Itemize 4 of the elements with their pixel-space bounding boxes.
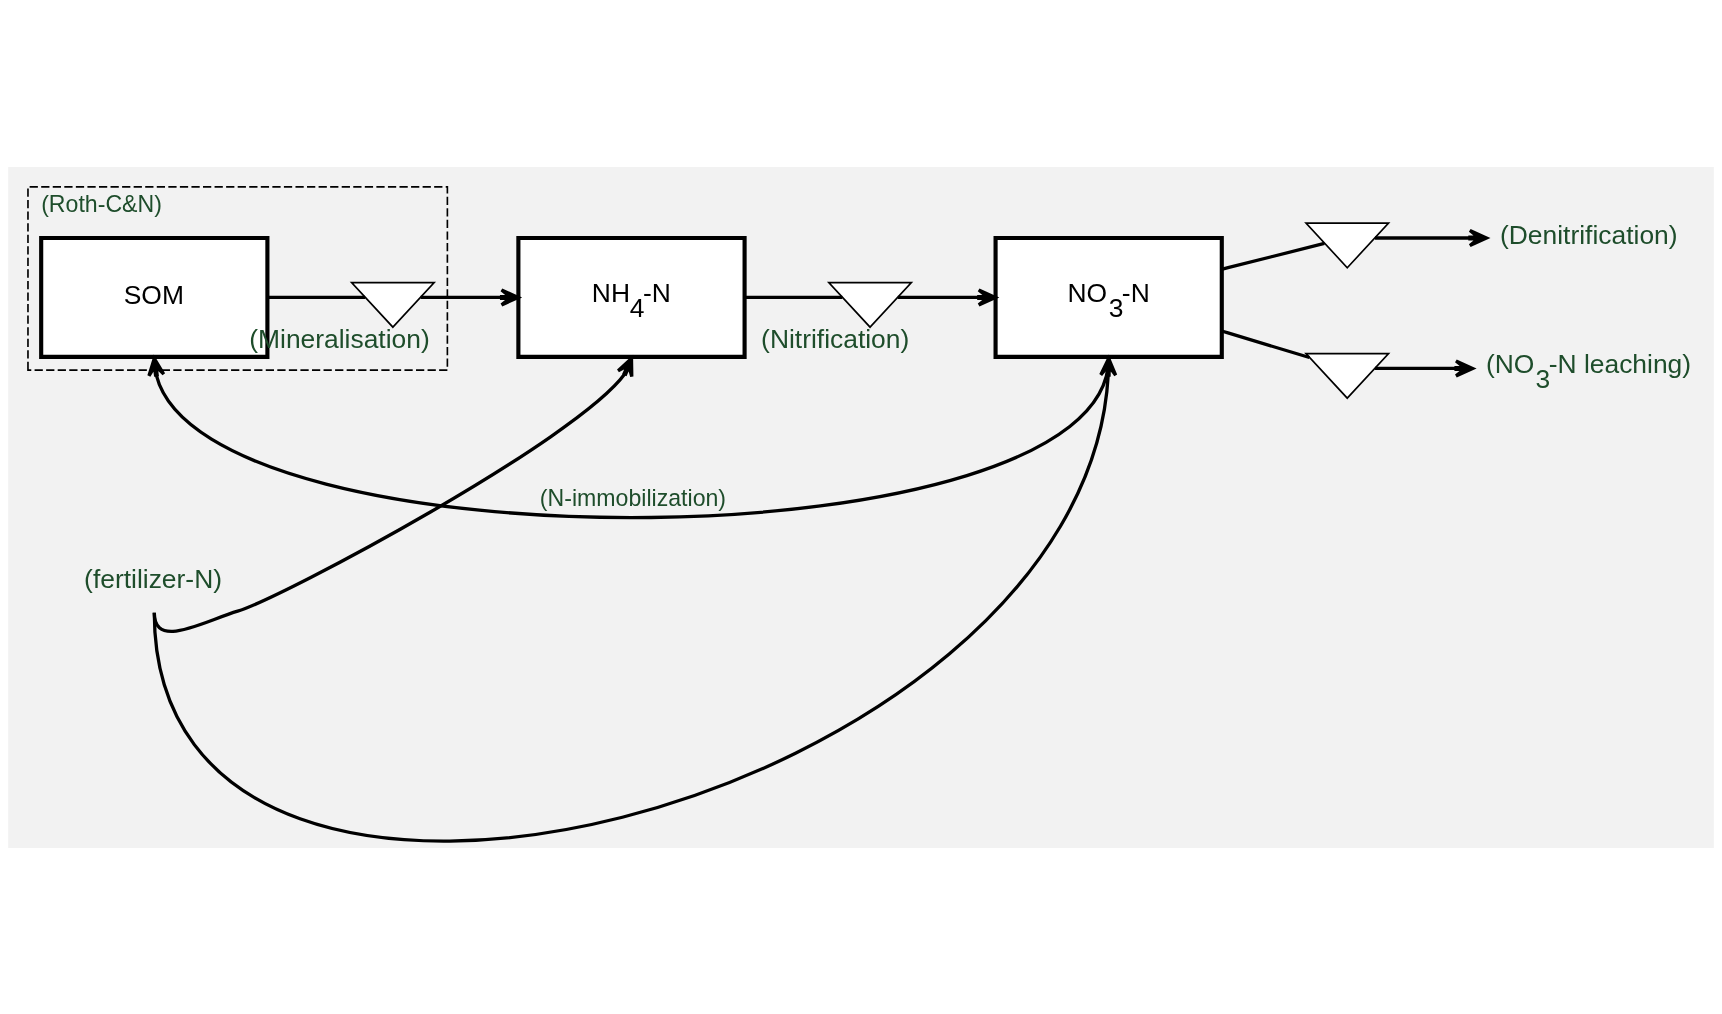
node-text: (fertilizer-N): [84, 563, 223, 594]
node-label: (Nitrification): [761, 323, 910, 354]
node-text: (Denitrification): [1500, 219, 1678, 250]
edge-label: (N-immobilization): [539, 484, 727, 511]
